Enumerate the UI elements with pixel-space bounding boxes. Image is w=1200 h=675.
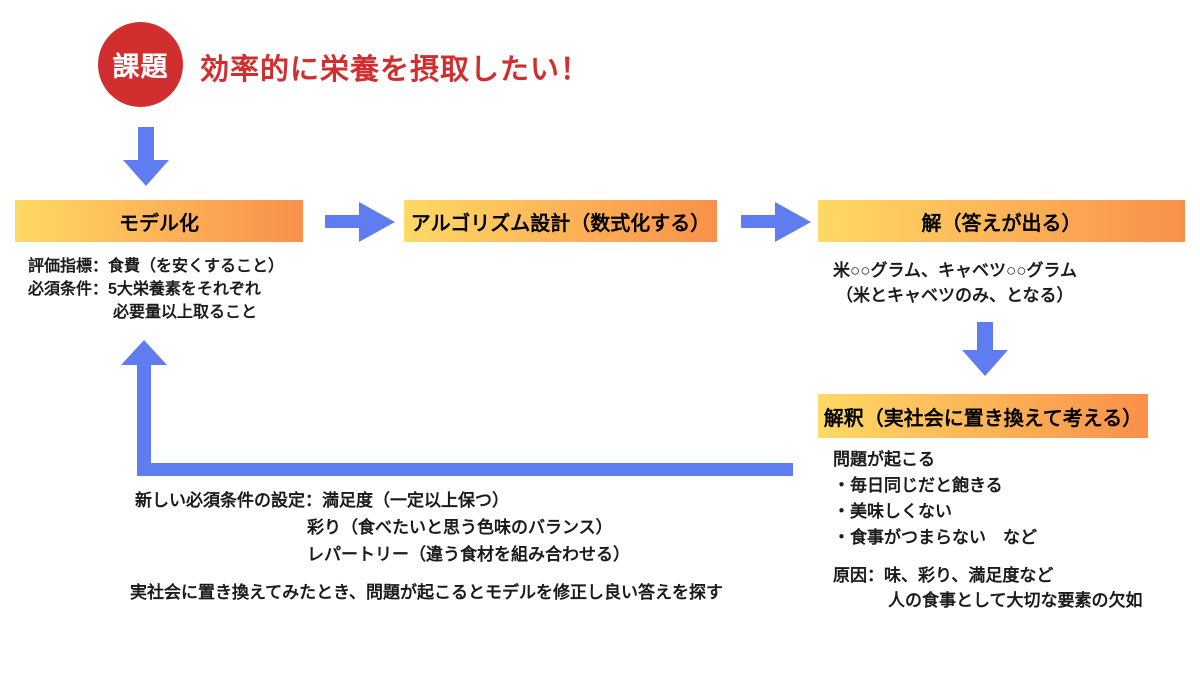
- problem-statement: 効率的に栄養を摂取したい！: [200, 54, 591, 86]
- note-line: 問題が起こる: [833, 450, 935, 469]
- flow-box-modeling-title: モデル化: [119, 212, 199, 235]
- solution-notes: 米○○グラム、キャベツ○○グラム （米とキャベツのみ、となる）: [833, 258, 1077, 308]
- interpretation-cause-notes: 原因：味、彩り、満足度など 人の食事として大切な要素の欠如: [833, 563, 1143, 613]
- flow-box-algorithm-title: アルゴリズム設計（数式化する）: [410, 212, 711, 235]
- note-line: 新しい必須条件の設定：満足度（一定以上保つ）: [135, 491, 509, 510]
- arrow-right-shaft: [741, 215, 775, 228]
- note-line: （米とキャベツのみ、となる）: [836, 286, 1074, 305]
- arrow-down-shaft: [977, 322, 993, 351]
- interpretation-problem-notes: 問題が起こる ・毎日同じだと飽きる ・美味しくない ・食事がつまらない など: [833, 447, 1037, 551]
- flow-box-solution: 解（答えが出る）: [818, 200, 1185, 242]
- arrow-right-shaft: [325, 215, 359, 228]
- flow-box-interpretation-title: 解釈（実社会に置き換えて考える）: [823, 407, 1143, 430]
- note-line: 必要量以上取ること: [113, 304, 258, 321]
- note-line: レパートリー（違う食材を組み合わせる）: [307, 545, 630, 564]
- note-line: 原因：味、彩り、満足度など: [833, 566, 1054, 585]
- note-line: 米○○グラム、キャベツ○○グラム: [833, 261, 1078, 280]
- arrow-down-head: [123, 160, 169, 186]
- feedback-notes: 新しい必須条件の設定：満足度（一定以上保つ） 彩り（食べたいと思う色味のバランス…: [135, 487, 630, 568]
- flow-box-modeling: モデル化: [15, 200, 303, 242]
- note-line: 人の食事として大切な要素の欠如: [888, 591, 1143, 610]
- arrow-down-shaft: [138, 127, 154, 161]
- problem-badge: 課題: [98, 22, 183, 107]
- arrow-down-head: [962, 350, 1008, 376]
- note-line: ・食事がつまらない など: [833, 528, 1037, 547]
- feedback-arrow-horizontal-line: [137, 463, 793, 476]
- modeling-notes: 評価指標：食費（を安くすること） 必須条件：5大栄養素をそれぞれ 必要量以上取る…: [28, 255, 284, 324]
- flow-box-solution-title: 解（答えが出る）: [921, 212, 1082, 235]
- flow-box-interpretation: 解釈（実社会に置き換えて考える）: [818, 394, 1148, 438]
- note-line: 彩り（食べたいと思う色味のバランス）: [307, 518, 613, 537]
- problem-badge-label: 課題: [112, 52, 169, 82]
- note-line: 必須条件：5大栄養素をそれぞれ: [28, 281, 261, 298]
- feedback-arrow-vertical-line: [137, 361, 151, 476]
- arrow-right-head: [359, 202, 395, 242]
- arrow-right-head: [775, 202, 811, 242]
- note-line: ・毎日同じだと飽きる: [833, 476, 1003, 495]
- note-line: ・美味しくない: [833, 502, 952, 521]
- feedback-arrow-up-head: [121, 340, 167, 365]
- flow-box-algorithm: アルゴリズム設計（数式化する）: [404, 200, 717, 242]
- note-line: 評価指標：食費（を安くすること）: [28, 258, 285, 275]
- feedback-summary: 実社会に置き換えてみたとき、問題が起こるとモデルを修正し良い答えを探す: [130, 583, 723, 602]
